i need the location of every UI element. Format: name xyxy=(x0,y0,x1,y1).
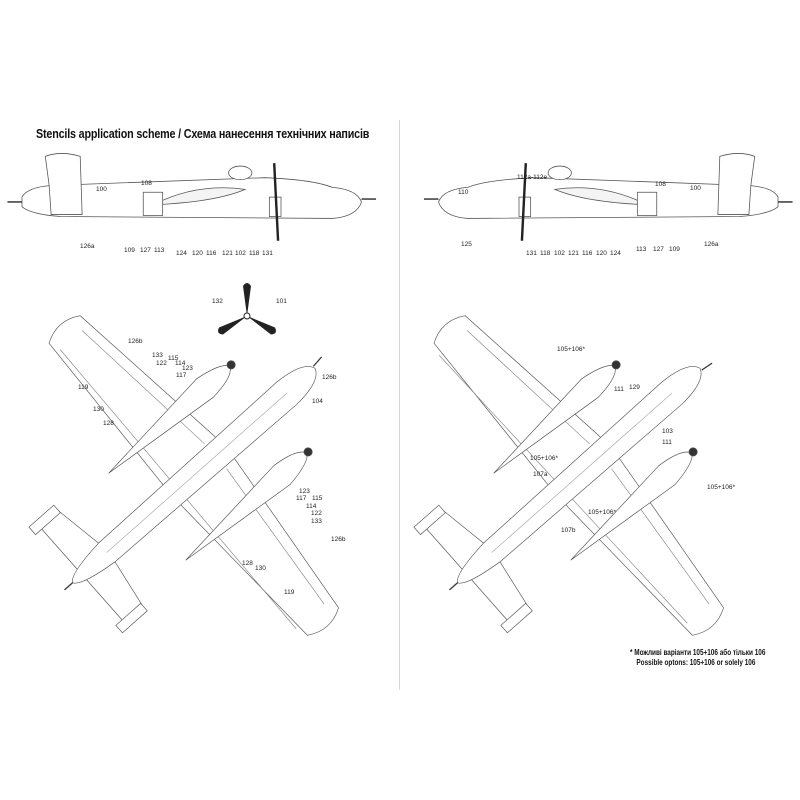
options-note-ukrainian: * Можливі варіанти 105+106 або тільки 10… xyxy=(630,648,766,657)
label: 130 xyxy=(93,406,104,413)
label: 124 xyxy=(176,250,187,257)
top-view-plane xyxy=(0,208,459,742)
label: 109 xyxy=(124,247,135,254)
label: 116 xyxy=(206,250,217,257)
label: 121 xyxy=(222,250,233,257)
label: 127 xyxy=(140,247,151,254)
label: 105+106* xyxy=(588,509,617,516)
label: 132 xyxy=(212,298,223,305)
label: 113 xyxy=(636,246,647,253)
label: 105+106* xyxy=(557,346,586,353)
label: 115 xyxy=(168,355,179,362)
label: 105+106* xyxy=(707,484,736,491)
side-view-right xyxy=(422,152,794,242)
label: 111 xyxy=(614,386,624,393)
side-view-left xyxy=(6,152,378,242)
label: 112a-112e xyxy=(517,174,548,181)
options-note-english: Possible optons: 105+106 or solely 106 xyxy=(636,658,756,667)
label: 133 xyxy=(311,518,322,525)
options-note: * Можливі варіанти 105+106 або тільки 10… xyxy=(630,648,765,668)
page-title: Stencils application scheme / Схема нане… xyxy=(36,127,370,141)
label: 102 xyxy=(235,250,246,257)
label: 100 xyxy=(690,185,701,192)
label: 104 xyxy=(312,398,323,405)
label: 117 xyxy=(296,495,307,502)
label: 103 xyxy=(662,428,673,435)
label: 123 xyxy=(299,488,310,495)
label: 118 xyxy=(540,250,551,257)
page-divider xyxy=(399,120,400,690)
label: 117 xyxy=(176,372,187,379)
label: 131 xyxy=(262,250,273,257)
label: 126b xyxy=(128,338,143,345)
label: 113 xyxy=(154,247,165,254)
label: 107a xyxy=(533,471,548,478)
label: 129 xyxy=(629,384,640,391)
label: 119 xyxy=(284,589,295,596)
label: 102 xyxy=(554,250,565,257)
label: 131 xyxy=(526,250,537,257)
label: 127 xyxy=(653,246,664,253)
label: 108 xyxy=(655,181,666,188)
label: 108 xyxy=(141,180,152,187)
label: 128 xyxy=(242,560,253,567)
label: 111 xyxy=(662,439,672,446)
label: 101 xyxy=(276,298,287,305)
label: 130 xyxy=(255,565,266,572)
label: 133 xyxy=(152,352,163,359)
label: 119 xyxy=(78,384,89,391)
label: 100 xyxy=(96,186,107,193)
label: 110 xyxy=(458,189,469,196)
label: 126a xyxy=(80,243,95,250)
label: 126b xyxy=(331,536,346,543)
label: 126a xyxy=(704,241,719,248)
label: 122 xyxy=(156,360,167,367)
label: 107b xyxy=(561,527,576,534)
label: 114 xyxy=(175,360,186,367)
label: 118 xyxy=(249,250,260,257)
label: 114 xyxy=(306,503,317,510)
label: 123 xyxy=(182,365,193,372)
label: 128 xyxy=(103,420,114,427)
label: 105+106* xyxy=(530,455,559,462)
label: 126b xyxy=(322,374,337,381)
label: 120 xyxy=(192,250,203,257)
label: 109 xyxy=(669,246,680,253)
label: 115 xyxy=(312,495,323,502)
label: 124 xyxy=(610,250,621,257)
label: 120 xyxy=(596,250,607,257)
label: 121 xyxy=(568,250,579,257)
propeller xyxy=(218,283,276,335)
label: 116 xyxy=(582,250,593,257)
label: 122 xyxy=(311,510,322,517)
label: 125 xyxy=(461,241,472,248)
